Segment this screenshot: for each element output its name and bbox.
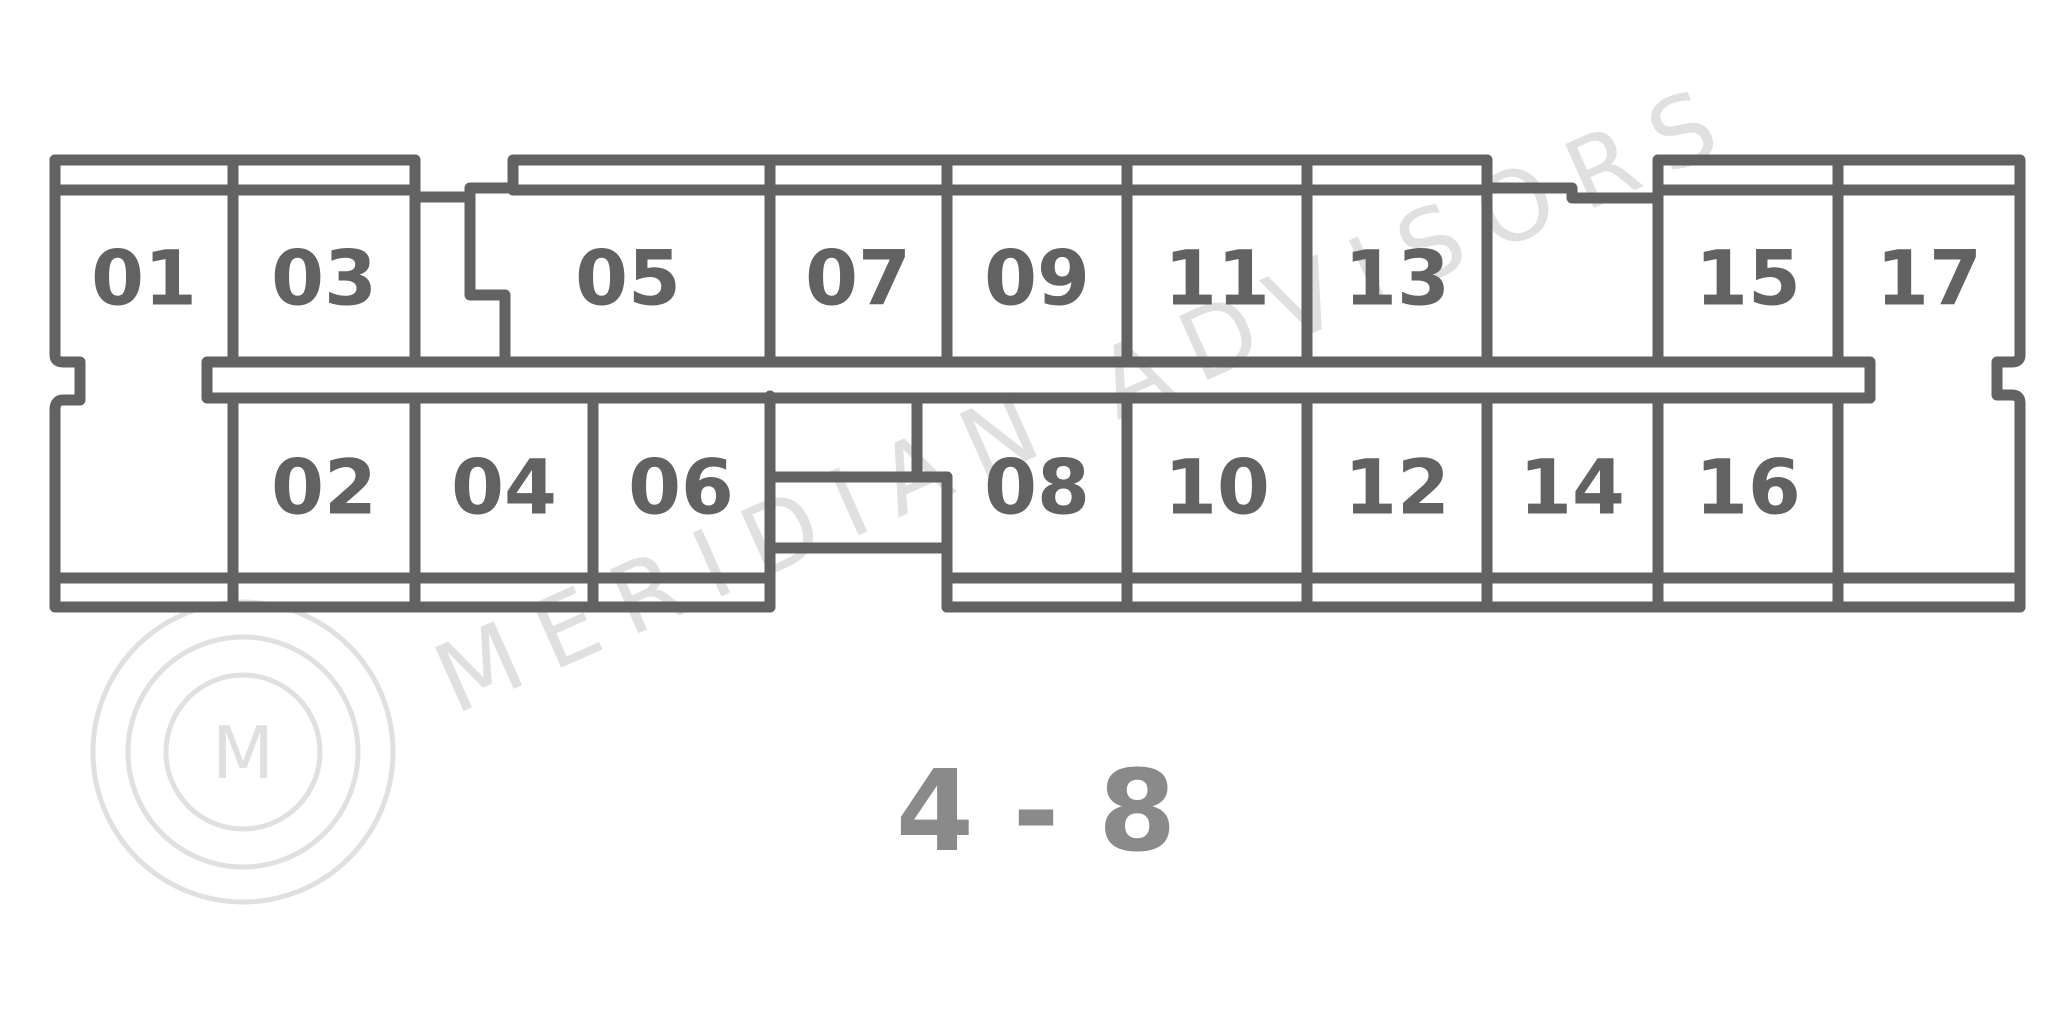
connector-housing: [49, 154, 2026, 613]
pin-label-10: 10: [1164, 443, 1270, 532]
pin-label-08: 08: [984, 443, 1090, 532]
pin-label-15: 15: [1695, 234, 1801, 323]
housing-lower-left: [227, 392, 776, 613]
connector-caption: 4 - 8: [896, 747, 1176, 877]
pin-label-05: 05: [575, 234, 681, 323]
top-row-pin-labels: 01 03 05 07 09 11 13 15 17: [91, 234, 1982, 323]
pin-label-14: 14: [1519, 443, 1625, 532]
watermark-logo-letter: M: [212, 711, 274, 795]
pin-label-06: 06: [628, 443, 734, 532]
housing-step-05: [464, 191, 511, 368]
pin-label-01: 01: [91, 234, 197, 323]
bottom-row-dividers: [409, 392, 1844, 613]
bottom-row-pin-labels: 02 04 06 08 10 12 14 16: [271, 443, 1801, 532]
pin-label-04: 04: [451, 443, 557, 532]
pin-label-07: 07: [805, 234, 911, 323]
watermark-logo: M: [90, 599, 396, 905]
pin-label-03: 03: [271, 234, 377, 323]
pin-label-11: 11: [1164, 234, 1270, 323]
housing-left-end: [49, 154, 776, 613]
pin-label-02: 02: [271, 443, 377, 532]
pin-label-09: 09: [984, 234, 1090, 323]
pin-label-16: 16: [1695, 443, 1801, 532]
housing-top-left: [49, 154, 2026, 613]
pin-label-12: 12: [1344, 443, 1450, 532]
pin-label-17: 17: [1876, 234, 1982, 323]
pin-label-13: 13: [1344, 234, 1450, 323]
top-row-dividers: [227, 154, 1844, 368]
